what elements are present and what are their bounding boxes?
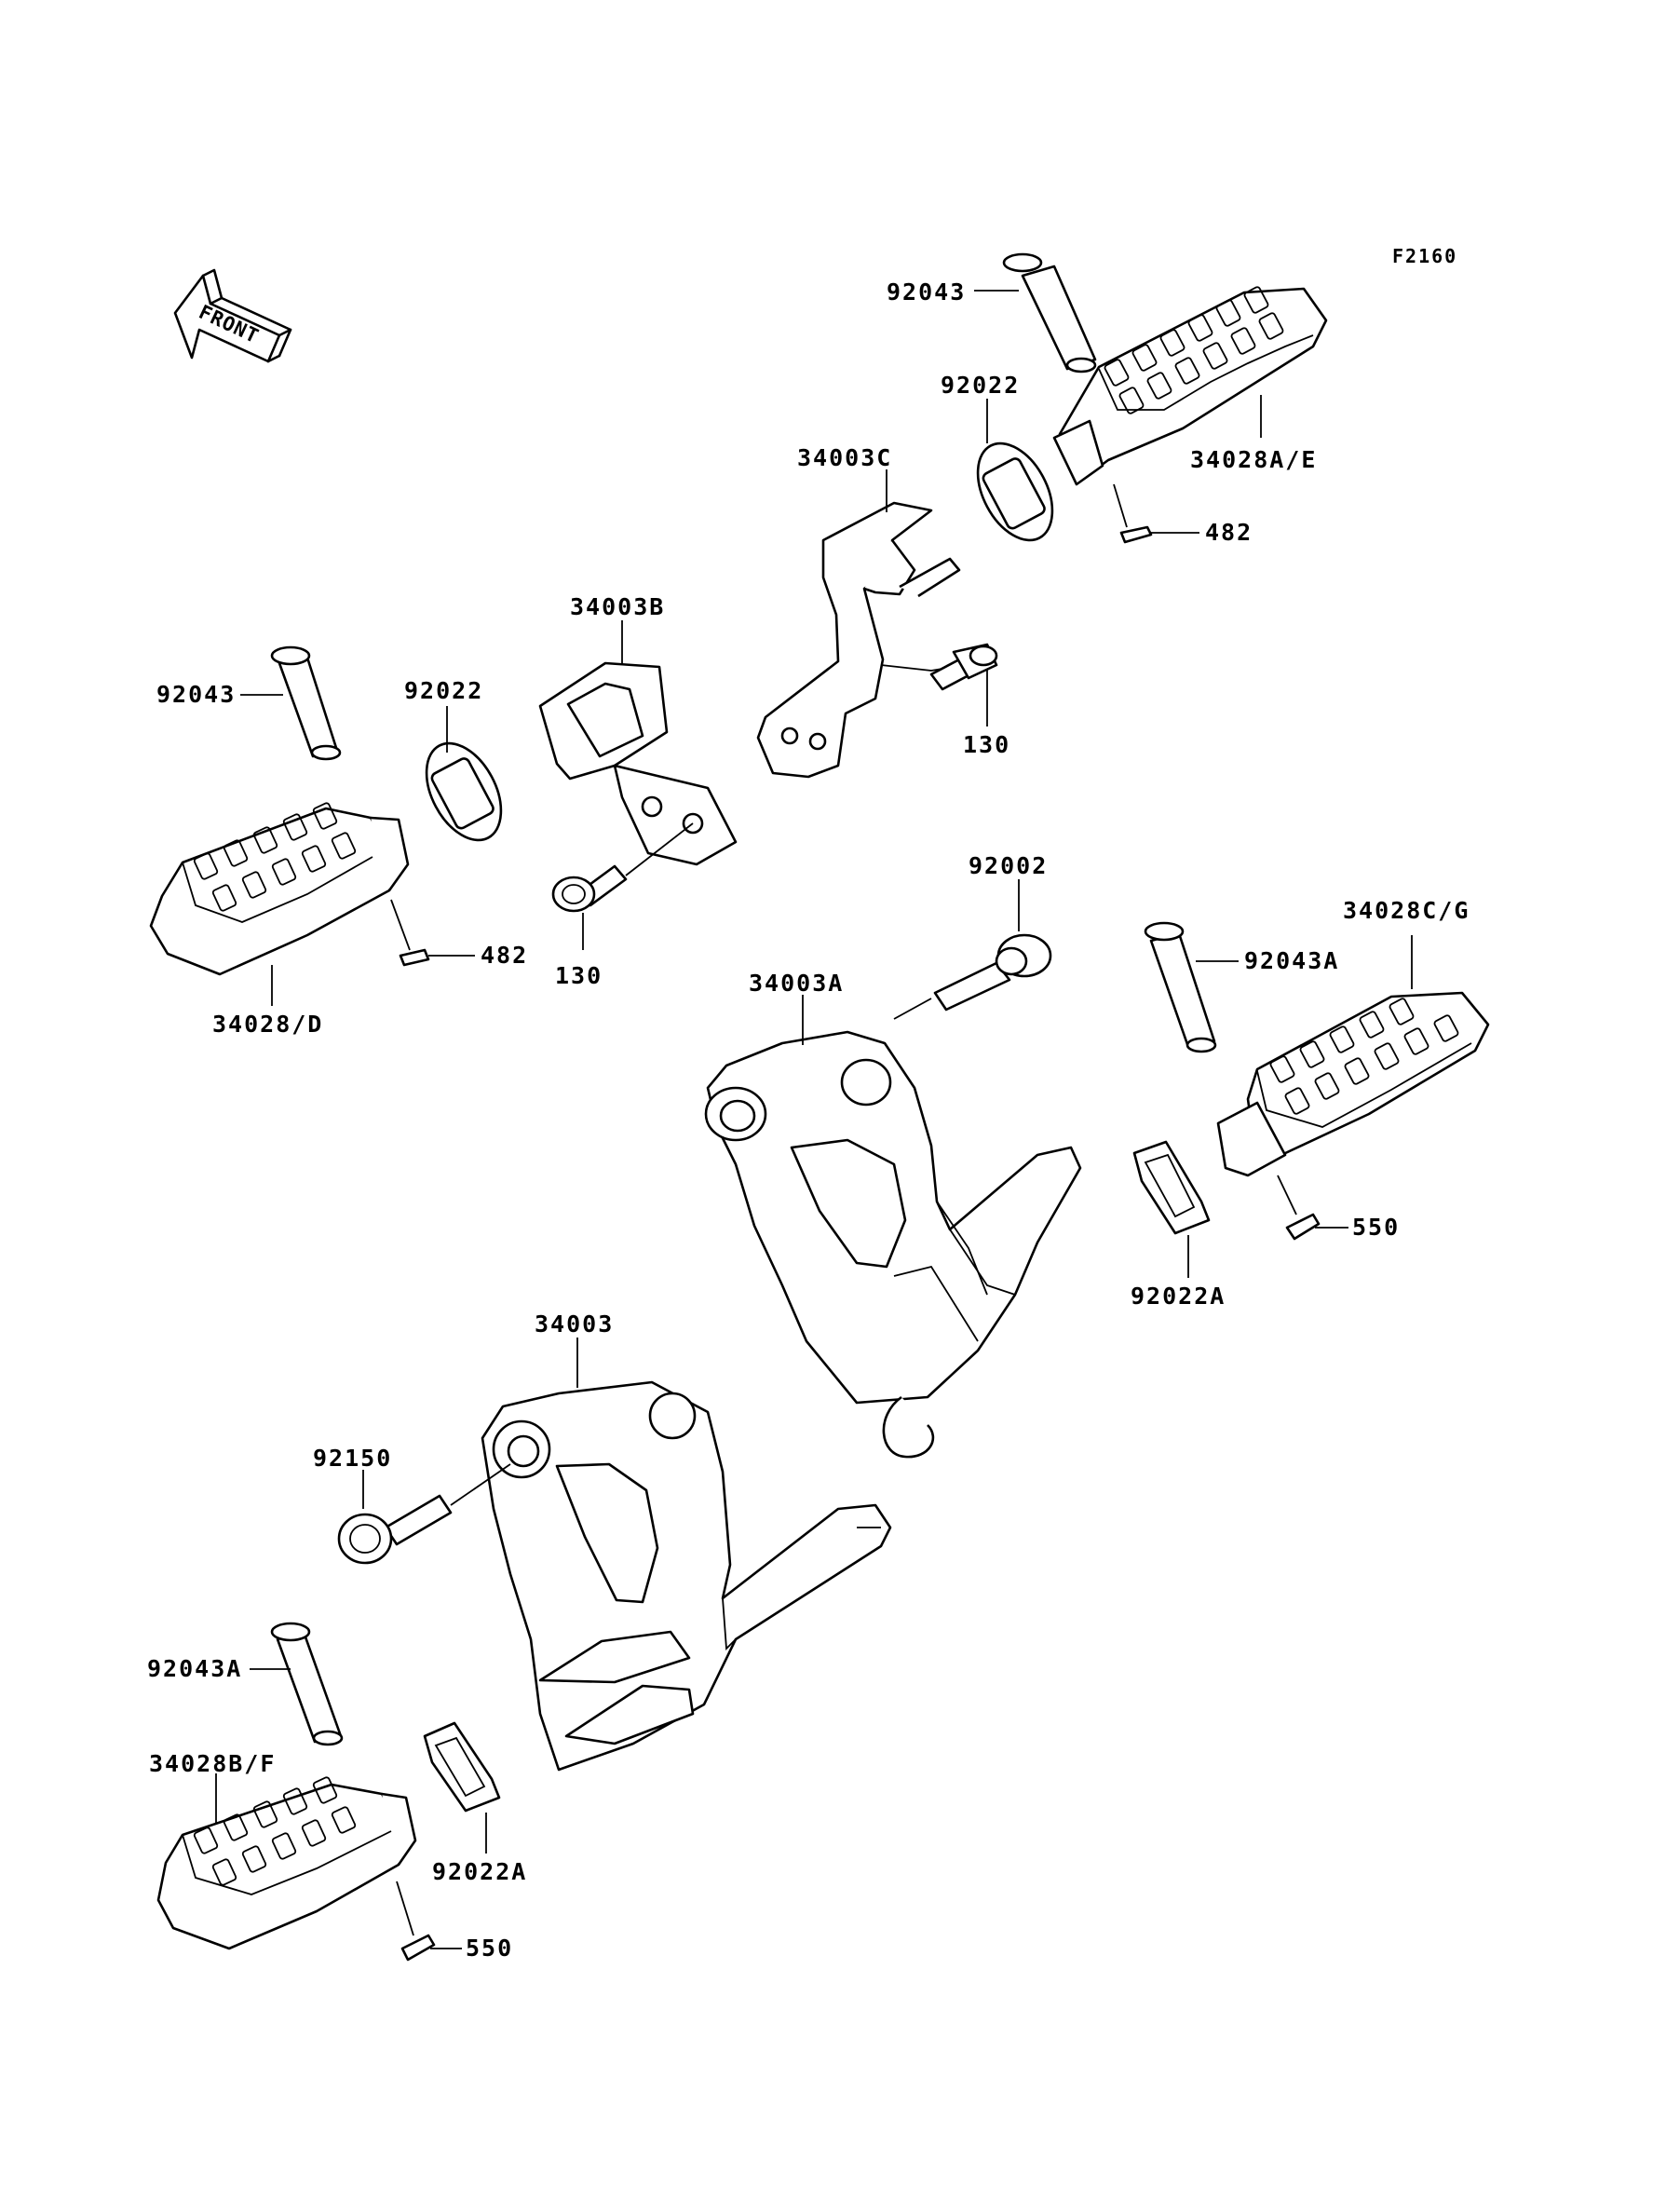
bracket-34003c [756, 501, 961, 779]
footpeg-34028b-f [156, 1776, 417, 1950]
callout-92022-top: 92022 [941, 372, 1020, 399]
washer-92022-left [425, 741, 503, 842]
callout-92022a-lower: 92022A [432, 1858, 527, 1885]
callout-482-top: 482 [1205, 519, 1253, 546]
callout-550-lower: 550 [466, 1935, 513, 1962]
callout-92002: 92002 [969, 852, 1048, 879]
callout-34003a: 34003A [749, 970, 844, 997]
footpeg-34028c-g [1216, 991, 1490, 1177]
front-arrow-icon: FRONT [173, 268, 292, 363]
washer-92022-top-right [976, 441, 1054, 542]
callout-34003b: 34003B [570, 593, 665, 620]
callout-130-mid: 130 [555, 962, 603, 989]
callout-92043a-right: 92043A [1244, 947, 1339, 974]
bracket-34003a [704, 1030, 1082, 1459]
washer-92022a-right [1132, 1140, 1211, 1235]
bolt-92150 [337, 1494, 453, 1565]
pin-92043-top-right [1002, 252, 1097, 373]
callout-92043-left: 92043 [156, 681, 236, 708]
callout-482-left: 482 [481, 942, 528, 969]
callout-92043-top: 92043 [887, 278, 966, 306]
cotter-550-right [1285, 1213, 1321, 1241]
cotter-482-top-right [1119, 525, 1153, 544]
callout-92022a-right: 92022A [1131, 1283, 1226, 1310]
callout-550-right: 550 [1352, 1214, 1400, 1241]
washer-92022a-lower [423, 1721, 501, 1813]
callout-34003: 34003 [535, 1310, 614, 1338]
pin-92043a-right [1144, 921, 1217, 1053]
callout-34003c: 34003C [797, 444, 892, 471]
callout-34028bf: 34028B/F [149, 1750, 276, 1777]
callout-34028d: 34028/D [212, 1011, 323, 1038]
bolt-130-mid [551, 864, 628, 913]
bracket-34003b [538, 661, 738, 866]
cotter-482-left [399, 948, 430, 967]
callout-92022-left: 92022 [404, 677, 483, 704]
footpeg-34028a-e [1052, 286, 1328, 486]
footpeg-34028d [149, 802, 410, 976]
pin-92043a-lower [270, 1622, 344, 1746]
callout-34028ae: 34028A/E [1190, 446, 1317, 473]
bolt-92002 [933, 933, 1052, 1012]
cotter-550-lower [400, 1934, 436, 1962]
callout-92150: 92150 [313, 1445, 392, 1472]
callout-130-upper: 130 [963, 731, 1010, 758]
reference-code: F2160 [1392, 245, 1457, 267]
callout-92043a-lower: 92043A [147, 1655, 242, 1682]
callout-34028cg: 34028C/G [1343, 897, 1470, 924]
pin-92043-left [270, 645, 342, 761]
bracket-34003 [481, 1380, 892, 1772]
bolt-130-upper [929, 643, 998, 691]
